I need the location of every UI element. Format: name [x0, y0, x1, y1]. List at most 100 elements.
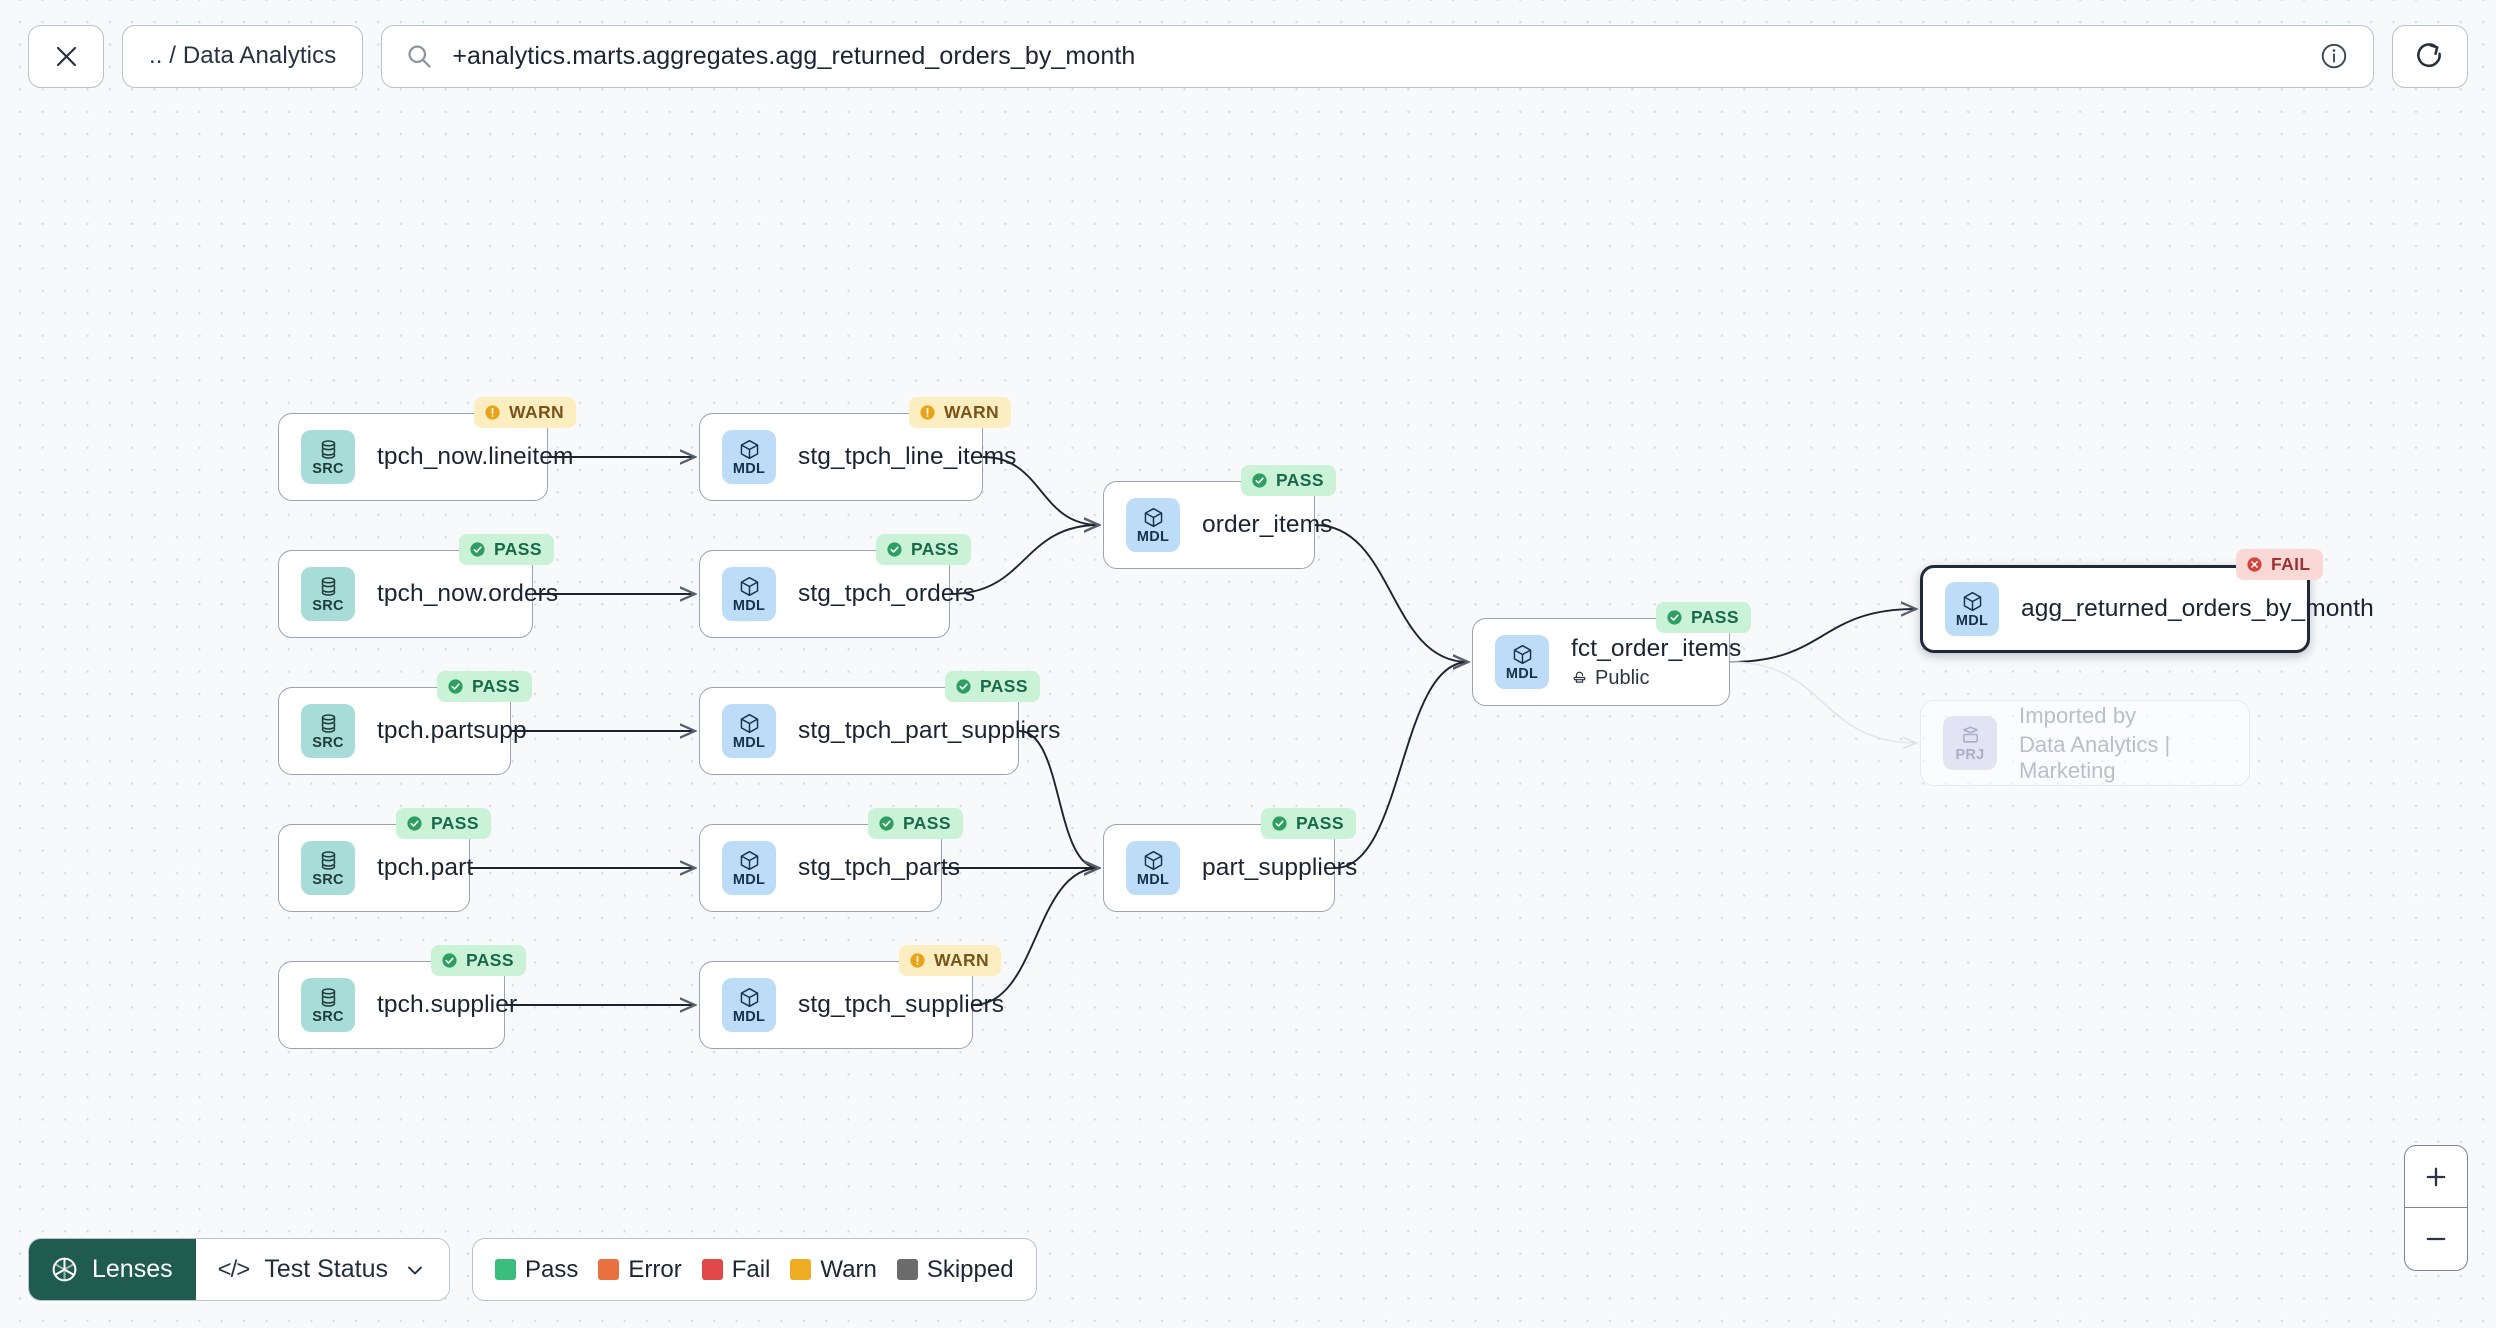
info-icon[interactable]: [2319, 41, 2349, 71]
status-badge-label: PASS: [431, 813, 479, 833]
search-input[interactable]: +analytics.marts.aggregates.agg_returned…: [381, 24, 2374, 88]
node-sublabel-text: Data Analytics | Marketing: [2019, 731, 2171, 783]
node-label: Imported by: [2019, 702, 2137, 728]
status-badge-label: PASS: [1691, 607, 1739, 627]
node-text: stg_tpch_orders: [798, 580, 976, 608]
status-badge-label: PASS: [494, 539, 542, 559]
node-label: agg_returned_orders_by_month: [2021, 595, 2374, 622]
node-label: order_items: [1202, 511, 1333, 538]
legend-label: Pass: [525, 1255, 579, 1283]
node-label: tpch_now.lineitem: [377, 443, 574, 470]
status-badge-label: PASS: [980, 676, 1028, 696]
node-label: stg_tpch_orders: [798, 580, 976, 607]
status-badge-label: PASS: [1276, 470, 1324, 490]
status-badge[interactable]: PASS: [431, 945, 526, 976]
zoom-out-button[interactable]: [2405, 1208, 2467, 1270]
node-text: Imported by Data Analytics | Marketing: [2019, 703, 2249, 784]
close-button[interactable]: [28, 24, 104, 88]
mdl-kind-icon: MDL: [1126, 498, 1180, 552]
zoom-controls: [2404, 1145, 2468, 1271]
src-kind-icon: SRC: [301, 841, 355, 895]
status-badge-label: WARN: [509, 402, 565, 422]
node-label: stg_tpch_part_suppliers: [798, 717, 1061, 744]
test-status-dropdown[interactable]: </> Test Status: [195, 1239, 449, 1300]
mdl-kind-icon: MDL: [722, 430, 776, 484]
node-label: tpch_now.orders: [377, 580, 559, 607]
node-label: stg_tpch_suppliers: [798, 991, 1005, 1018]
src-kind-icon: SRC: [301, 978, 355, 1032]
pass-status-icon: [878, 815, 895, 832]
graph-node[interactable]: MDL stg_tpch_part_suppliers: [699, 687, 1061, 775]
pass-status-icon: [469, 541, 486, 558]
node-label: stg_tpch_line_items: [798, 443, 1017, 470]
status-badge[interactable]: PASS: [876, 534, 971, 565]
status-badge-label: PASS: [472, 676, 520, 696]
status-badge-label: PASS: [1296, 813, 1344, 833]
node-text: tpch.part: [377, 854, 473, 882]
status-badge[interactable]: WARN: [474, 397, 577, 428]
node-text: stg_tpch_suppliers: [798, 991, 1005, 1019]
status-badge[interactable]: FAIL: [2236, 549, 2323, 580]
legend-item[interactable]: Fail: [701, 1256, 770, 1284]
mdl-kind-icon: MDL: [722, 704, 776, 758]
legend-item[interactable]: Pass: [495, 1256, 578, 1284]
node-sublabel: Data Analytics | Marketing: [2019, 732, 2249, 784]
refresh-icon: [2417, 43, 2441, 68]
graph-edge: [972, 868, 1099, 1006]
status-badge[interactable]: PASS: [459, 534, 554, 565]
legend-label: Skipped: [926, 1255, 1014, 1283]
warn-status-icon: [919, 404, 936, 421]
graph-edge: [1018, 730, 1099, 868]
legend-item[interactable]: Warn: [790, 1256, 877, 1284]
warn-status-icon: [909, 952, 926, 969]
graph-node[interactable]: SRC tpch.part: [278, 824, 473, 912]
node-text: order_items: [1202, 511, 1333, 539]
top-toolbar: .. / Data Analytics +analytics.marts.agg…: [0, 0, 2496, 112]
mdl-kind-icon: MDL: [722, 841, 776, 895]
lenses-group: Lenses </> Test Status: [28, 1238, 450, 1301]
status-badge[interactable]: PASS: [945, 671, 1040, 702]
status-badge[interactable]: PASS: [1656, 602, 1751, 633]
status-badge[interactable]: PASS: [1261, 808, 1356, 839]
node-label: tpch.supplier: [377, 991, 518, 1018]
legend-swatch: [598, 1259, 620, 1280]
node-text: tpch.partsupp: [377, 717, 527, 745]
zoom-in-button[interactable]: [2405, 1146, 2467, 1208]
status-legend: Pass Error Fail Warn Skipped: [472, 1238, 1037, 1301]
status-badge[interactable]: PASS: [437, 671, 532, 702]
status-badge[interactable]: PASS: [396, 808, 491, 839]
status-badge[interactable]: PASS: [868, 808, 963, 839]
refresh-button[interactable]: [2392, 24, 2468, 88]
status-badge[interactable]: PASS: [1241, 465, 1336, 496]
node-label: tpch.partsupp: [377, 717, 527, 744]
legend-item[interactable]: Skipped: [896, 1255, 1014, 1284]
status-badge[interactable]: WARN: [899, 945, 1002, 976]
graph-node[interactable]: MDL stg_tpch_orders: [699, 550, 976, 638]
bottom-toolbar: Lenses </> Test Status Pass Error Fail Warn…: [28, 1238, 1037, 1301]
warn-status-icon: [484, 404, 501, 421]
node-text: stg_tpch_part_suppliers: [798, 717, 1061, 745]
status-badge[interactable]: WARN: [909, 397, 1012, 428]
mdl-kind-icon: MDL: [1126, 841, 1180, 895]
breadcrumb[interactable]: .. / Data Analytics: [122, 24, 364, 88]
node-text: stg_tpch_line_items: [798, 443, 1017, 471]
mdl-kind-icon: MDL: [722, 978, 776, 1032]
lenses-button[interactable]: Lenses: [29, 1239, 196, 1300]
status-badge-label: WARN: [934, 950, 990, 970]
search-value[interactable]: +analytics.marts.aggregates.agg_returned…: [452, 41, 1136, 70]
src-kind-icon: SRC: [301, 567, 355, 621]
pass-status-icon: [886, 541, 903, 558]
node-text: agg_returned_orders_by_month: [2021, 595, 2374, 623]
node-text: tpch_now.lineitem: [377, 443, 574, 471]
chevron-down-icon: [403, 1258, 427, 1282]
graph-node[interactable]: SRC tpch.supplier: [278, 961, 518, 1049]
legend-item[interactable]: Error: [598, 1256, 682, 1284]
mdl-kind-icon: MDL: [722, 567, 776, 621]
search-icon: [405, 42, 433, 70]
close-icon: [56, 46, 76, 66]
legend-swatch: [701, 1259, 723, 1280]
